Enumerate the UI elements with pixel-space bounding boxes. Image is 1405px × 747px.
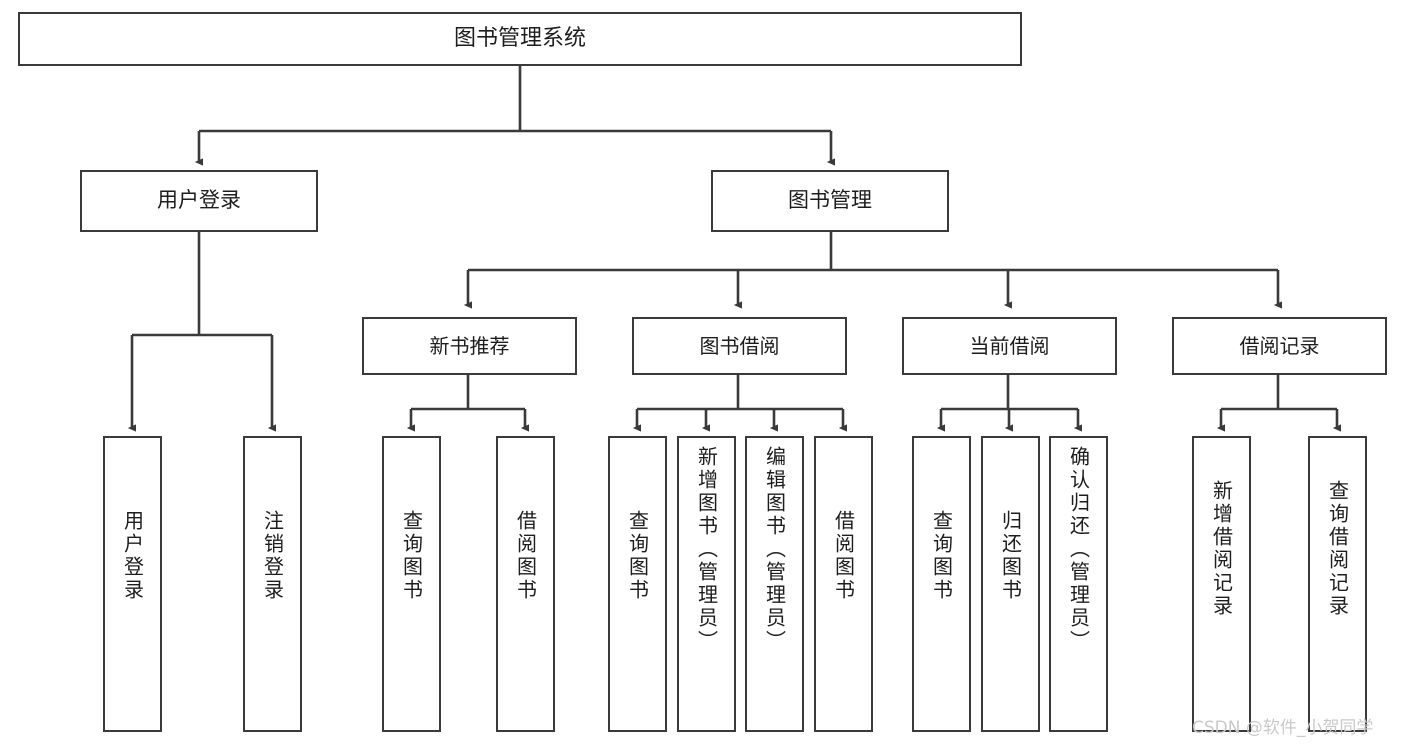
- node-label: 当前借阅: [969, 333, 1050, 358]
- node-new-book-recommend[interactable]: 新书推荐: [362, 317, 577, 375]
- node-label: 注销登录: [260, 510, 285, 602]
- leaf-add-book-admin[interactable]: 新增图书（管理员）: [677, 436, 736, 732]
- leaf-add-borrow-record[interactable]: 新增借阅记录: [1192, 436, 1251, 732]
- node-label: 用户登录: [120, 510, 145, 602]
- node-label: 借阅图书: [831, 510, 856, 602]
- node-label: 查询图书: [399, 510, 424, 602]
- node-label: 新增图书（管理员）: [694, 446, 719, 653]
- node-label: 借阅图书: [513, 510, 538, 602]
- node-label: 图书借阅: [699, 333, 780, 358]
- leaf-logout[interactable]: 注销登录: [243, 436, 302, 732]
- node-borrow-record[interactable]: 借阅记录: [1172, 317, 1387, 375]
- leaf-edit-book-admin[interactable]: 编辑图书（管理员）: [745, 436, 804, 732]
- node-label: 确认归还（管理员）: [1066, 446, 1091, 653]
- node-label: 用户登录: [157, 188, 241, 213]
- node-label: 新增借阅记录: [1209, 480, 1234, 618]
- node-user-login[interactable]: 用户登录: [80, 170, 318, 232]
- leaf-query-book-current[interactable]: 查询图书: [912, 436, 971, 732]
- node-label: 编辑图书（管理员）: [762, 446, 787, 653]
- node-label: 借阅记录: [1239, 333, 1320, 358]
- node-book-management[interactable]: 图书管理: [711, 170, 949, 232]
- leaf-query-borrow-record[interactable]: 查询借阅记录: [1308, 436, 1367, 732]
- node-label: 新书推荐: [429, 333, 510, 358]
- node-current-borrow[interactable]: 当前借阅: [902, 317, 1117, 375]
- node-label: 查询图书: [625, 510, 650, 602]
- node-label: 查询借阅记录: [1325, 480, 1350, 618]
- node-book-borrow[interactable]: 图书借阅: [632, 317, 847, 375]
- node-label: 归还图书: [998, 510, 1023, 602]
- leaf-borrow-book[interactable]: 借阅图书: [814, 436, 873, 732]
- node-label: 图书管理系统: [453, 25, 586, 51]
- node-label: 查询图书: [929, 510, 954, 602]
- leaf-query-book-borrow[interactable]: 查询图书: [608, 436, 667, 732]
- leaf-user-login[interactable]: 用户登录: [103, 436, 162, 732]
- node-root-system[interactable]: 图书管理系统: [18, 12, 1022, 66]
- node-label: 图书管理: [788, 188, 872, 213]
- leaf-confirm-return-admin[interactable]: 确认归还（管理员）: [1049, 436, 1108, 732]
- leaf-query-book-recommend[interactable]: 查询图书: [382, 436, 441, 732]
- leaf-borrow-book-recommend[interactable]: 借阅图书: [496, 436, 555, 732]
- leaf-return-book[interactable]: 归还图书: [981, 436, 1040, 732]
